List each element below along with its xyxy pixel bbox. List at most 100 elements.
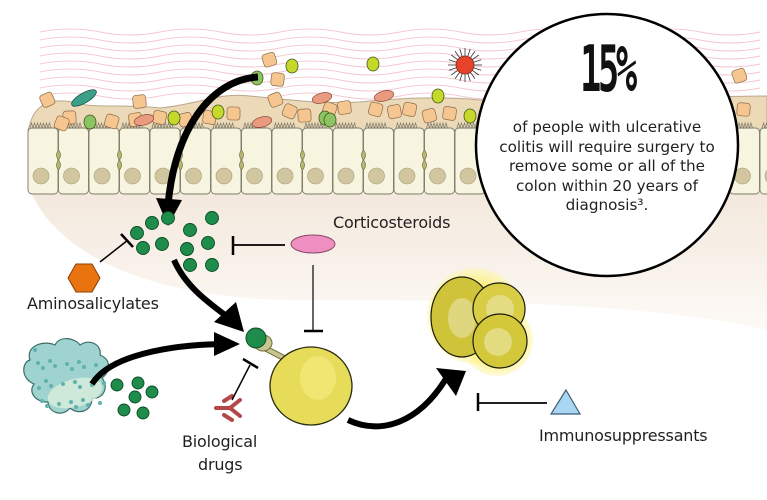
immunosuppressant-triangle-icon	[549, 388, 582, 415]
macrophage-nucleus	[47, 377, 103, 409]
microvilli	[456, 121, 479, 130]
granule	[77, 360, 81, 364]
aminosalicylate-inhibition-line	[99, 239, 129, 263]
cell-nucleus	[215, 167, 233, 185]
granule	[49, 384, 53, 388]
bacterium-icon	[463, 108, 477, 124]
worm-particle-icon	[311, 92, 333, 104]
cytokine-bound-to-receptor	[245, 327, 267, 349]
cytokine-icon	[145, 385, 159, 399]
tcell-highlight	[300, 356, 336, 400]
cell-nucleus	[307, 167, 324, 185]
aminosalicylate-inhibition-bar	[120, 233, 134, 248]
food-particle-icon	[103, 113, 120, 130]
macrophage-granules	[33, 348, 106, 409]
granule	[81, 398, 85, 402]
granule	[98, 401, 102, 405]
label-aminosalicylates: Aminosalicylates	[27, 294, 159, 313]
cell-nucleus	[246, 167, 263, 185]
macrophage-cytokines	[110, 376, 159, 420]
microvilli	[29, 121, 52, 130]
cytokine-icon	[205, 258, 219, 272]
spike	[459, 73, 463, 82]
food-particle-icon	[736, 102, 751, 117]
food-particle-icon	[267, 91, 284, 108]
granule	[45, 404, 49, 408]
food-particle-icon	[152, 109, 168, 125]
granule	[36, 361, 40, 365]
food-particle-icon	[297, 108, 312, 123]
cell-nucleus	[185, 167, 202, 185]
bacterium-icon	[285, 58, 299, 74]
cytokine-icon	[136, 241, 150, 255]
food-particle-icon	[731, 67, 748, 84]
cell-nucleus	[459, 167, 477, 185]
granule	[82, 365, 86, 369]
microvilli	[395, 121, 418, 130]
granule	[74, 405, 78, 409]
cytokine-icon	[180, 242, 194, 256]
food-particle-icon	[39, 91, 56, 108]
cytokine-icon	[161, 211, 175, 225]
arrow-cytokines-to-tcell	[171, 258, 227, 318]
tight-junction	[56, 149, 61, 171]
food-particle-icon	[442, 106, 457, 121]
spiky-bacterium-icon	[448, 48, 482, 82]
food-particle-icon	[132, 94, 147, 109]
granule	[70, 367, 74, 371]
granule	[65, 362, 69, 366]
granule	[33, 348, 37, 352]
arrow-lumen-to-cytokines	[164, 73, 259, 206]
food-particle-icon	[261, 51, 278, 68]
food-particle-icon	[386, 104, 402, 120]
biological-inhibition-line	[231, 364, 251, 401]
food-particle-icon	[421, 108, 438, 124]
bacterium-icon	[323, 112, 337, 128]
cytokine-icon	[183, 223, 197, 237]
epithelial-cell	[332, 127, 364, 195]
granule	[73, 380, 77, 384]
epithelial-cell	[210, 127, 242, 195]
granule	[53, 364, 57, 368]
granule	[40, 399, 44, 403]
food-particle-icon	[367, 101, 384, 118]
spike	[451, 54, 458, 61]
arrow-tcell-to-proliferation-head	[436, 368, 466, 396]
statistic-description: of people with ulcerative colitis will r…	[499, 118, 715, 214]
epithelial-cell	[271, 127, 303, 195]
food-particle-icon	[226, 106, 241, 121]
spike	[454, 51, 461, 58]
epithelial-cell	[759, 127, 767, 195]
corticosteroid-pill-icon	[290, 234, 336, 254]
spike	[467, 73, 471, 82]
arrow-tcell-to-proliferation	[346, 370, 453, 430]
rod-bacterium-icon	[71, 89, 97, 107]
cell-nucleus	[368, 167, 385, 185]
granule	[48, 359, 52, 363]
epithelial-cell	[393, 127, 425, 195]
aminosalicylate-hexagon-icon	[67, 263, 101, 293]
tight-junction	[300, 149, 305, 171]
cell-nucleus	[63, 167, 80, 185]
cell-nucleus	[93, 167, 111, 185]
spike	[448, 59, 457, 63]
granule	[86, 403, 90, 407]
epithelial-cell	[363, 127, 394, 195]
cytokine-icon	[128, 390, 142, 404]
cytokine-icon	[155, 237, 169, 251]
food-particle-icon	[53, 115, 70, 132]
tight-junction	[422, 149, 427, 171]
food-particle-icon	[281, 103, 298, 120]
tight-junction	[361, 149, 366, 171]
spike	[472, 54, 479, 61]
granule	[57, 402, 61, 406]
microvilli	[334, 121, 357, 130]
spike	[473, 67, 482, 71]
cytokine-icon	[205, 211, 219, 225]
worm-particle-icon	[133, 114, 155, 126]
cell-nucleus	[276, 167, 294, 185]
epithelial-cell	[119, 127, 150, 195]
luminal-particles	[39, 51, 751, 132]
food-particle-icon	[337, 100, 352, 115]
